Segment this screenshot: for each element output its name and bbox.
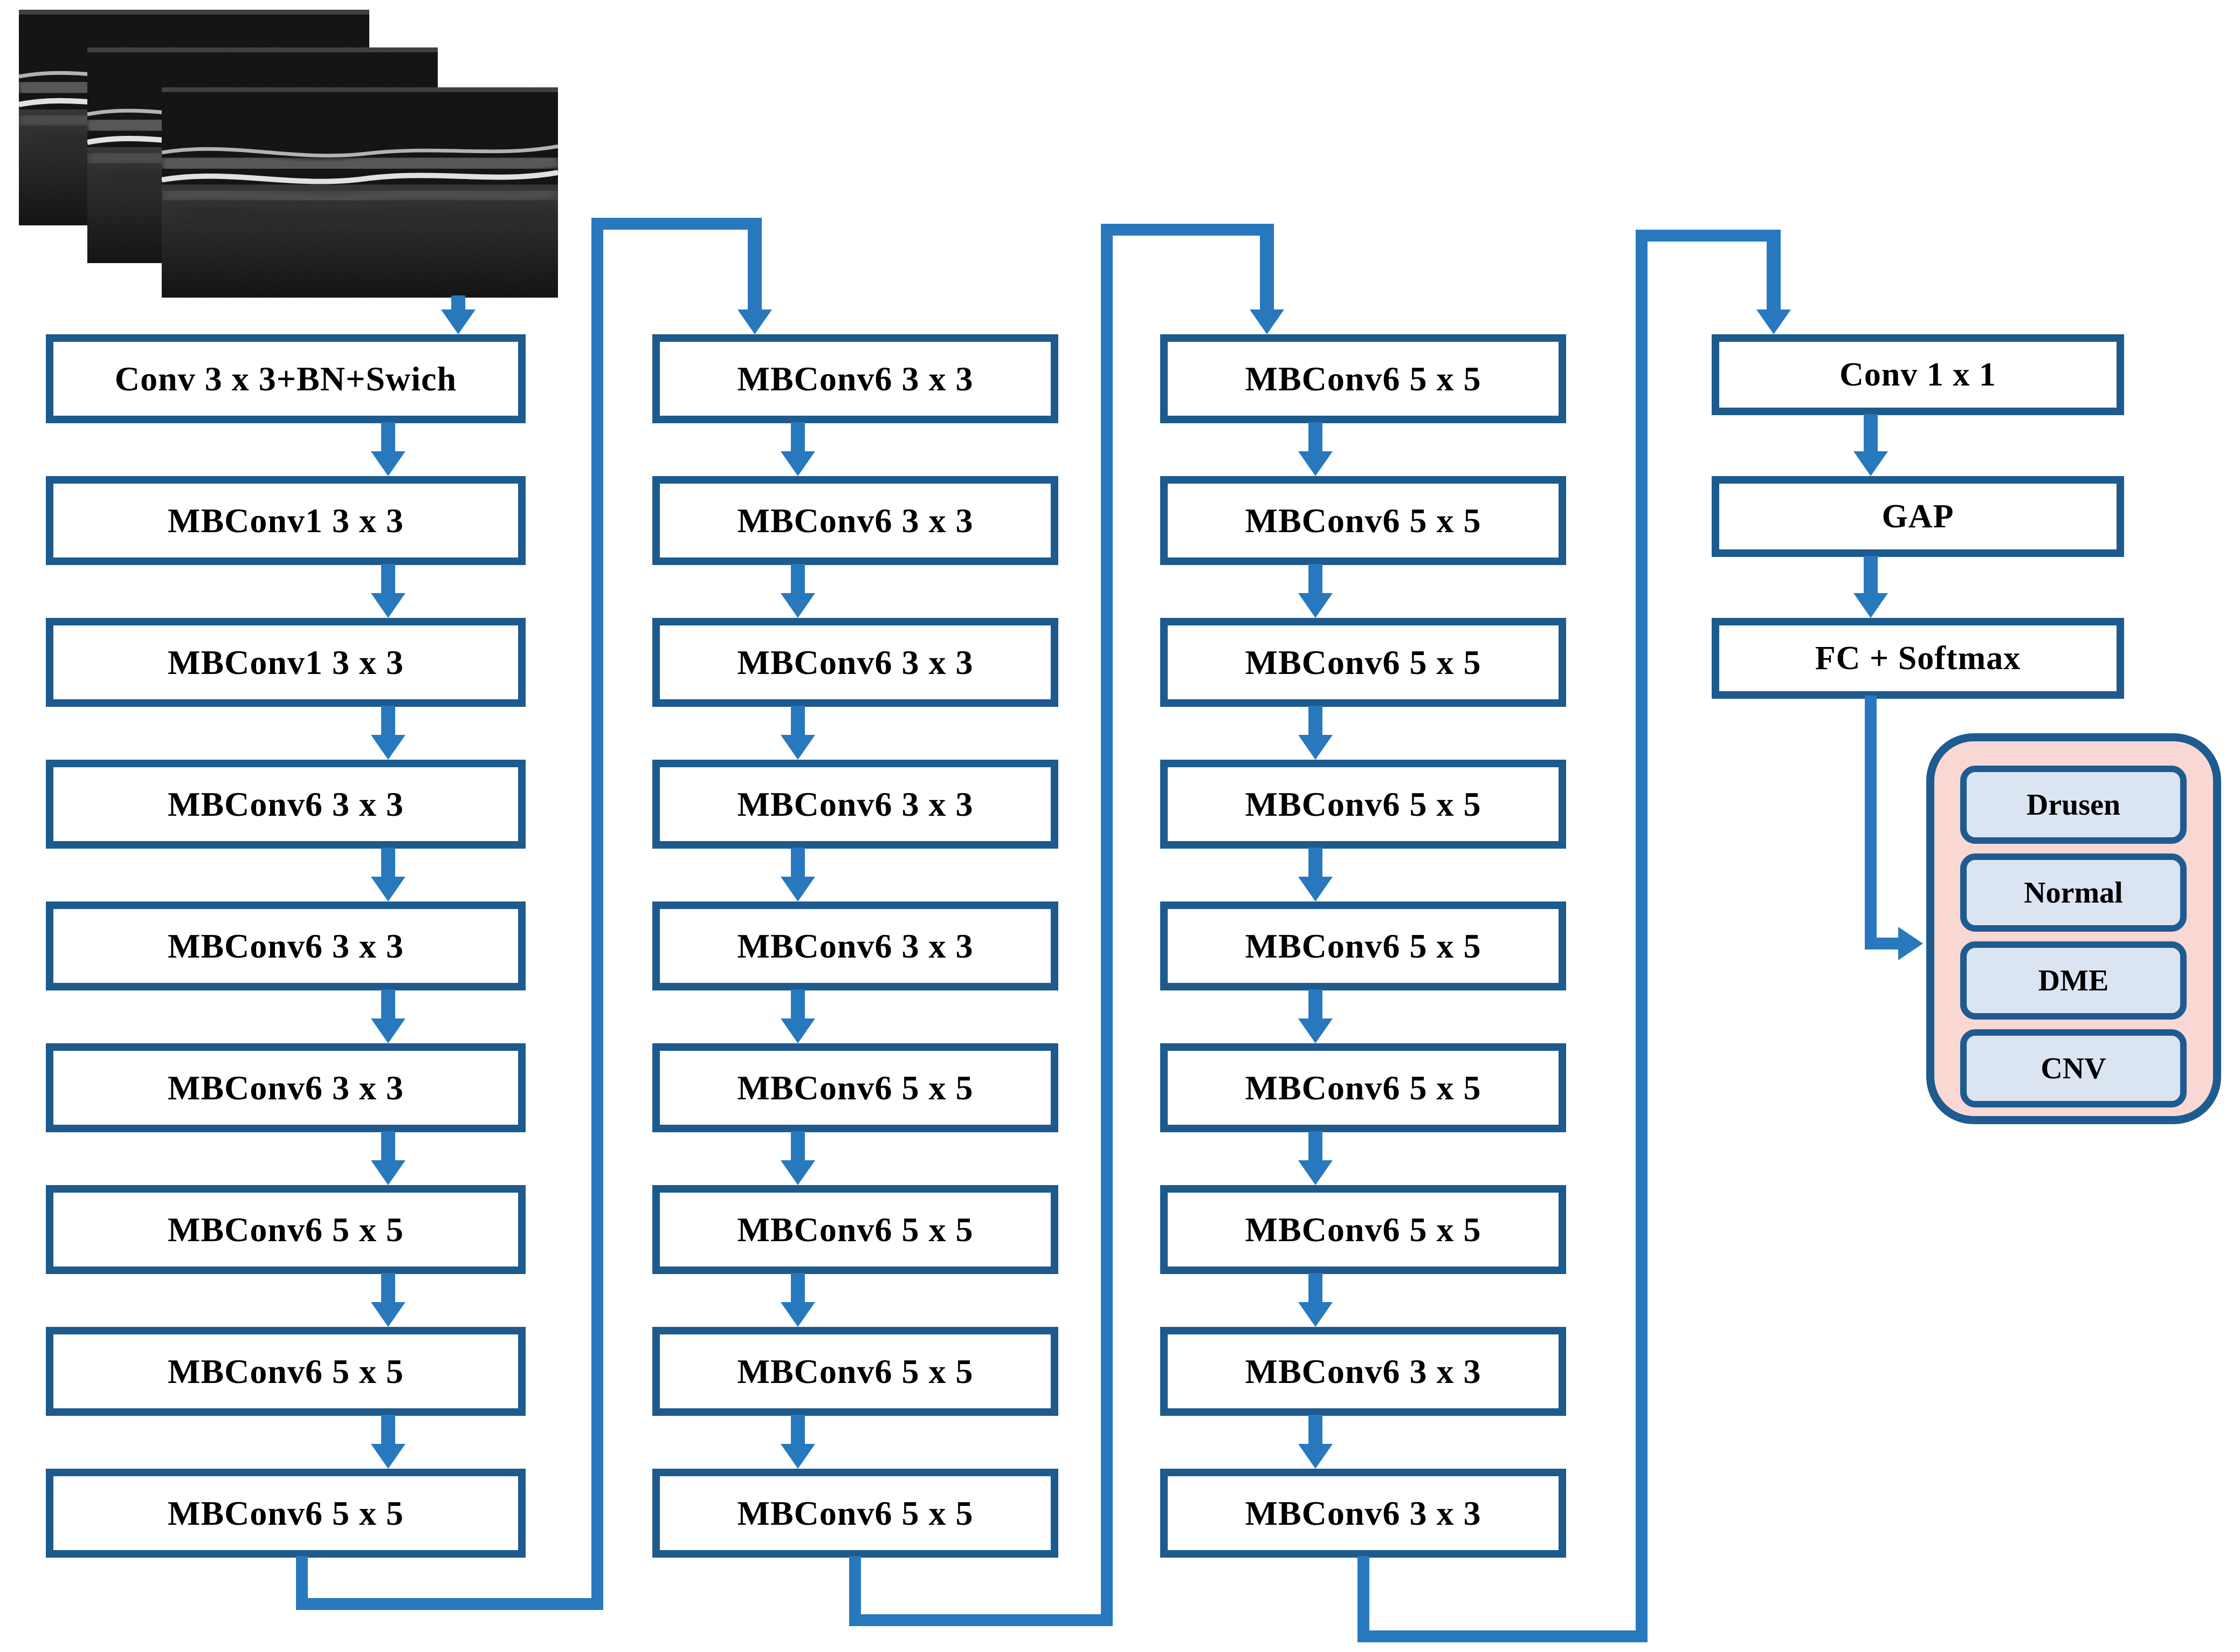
flow-arrow-down [781,1131,815,1185]
oct-scan-image-front [162,87,558,298]
skip-connection-2-down [849,1556,861,1626]
flow-arrow-down [371,564,405,618]
stage1-box-6: MBConv6 3 x 3 [46,1043,526,1132]
flow-arrow-down [781,989,815,1043]
flow-arrow-into-stage3 [1250,224,1284,334]
stage3-box-6: MBConv6 5 x 5 [1160,1043,1566,1132]
stage2-box-8: MBConv6 5 x 5 [652,1327,1058,1416]
skip-connection-1-down [296,1556,308,1610]
stage1-box-5: MBConv6 3 x 3 [46,901,526,990]
stage1-box-2: MBConv1 3 x 3 [46,476,526,565]
stage3-box-7: MBConv6 5 x 5 [1160,1185,1566,1274]
flow-arrow-down [371,422,405,476]
skip-connection-2-bottom [849,1614,1113,1626]
flow-arrow-down [1853,414,1888,476]
stage3-box-9: MBConv6 3 x 3 [1160,1469,1566,1558]
stage1-box-4: MBConv6 3 x 3 [46,760,526,849]
flow-arrow-down [371,848,405,901]
flow-arrow-down [1298,1415,1333,1469]
flow-arrow-down [781,422,815,476]
stage2-box-9: MBConv6 5 x 5 [652,1469,1058,1558]
stage3-box-8: MBConv6 3 x 3 [1160,1327,1566,1416]
flow-arrow-down [781,1273,815,1327]
stage1-box-1: Conv 3 x 3+BN+Swich [46,334,526,423]
class-box-normal: Normal [1960,853,2187,932]
flow-arrow-down [1298,1131,1333,1185]
flow-arrow-down [781,706,815,760]
skip-connection-3-top [1636,230,1781,242]
flow-arrow-down [781,564,815,618]
class-box-cnv: CNV [1960,1029,2187,1107]
flow-arrow-down [1298,422,1333,476]
stage1-box-9: MBConv6 5 x 5 [46,1469,526,1558]
flow-arrow-down [1298,706,1333,760]
stage1-box-8: MBConv6 5 x 5 [46,1327,526,1416]
flow-arrow-down [1298,989,1333,1043]
stage2-box-7: MBConv6 5 x 5 [652,1185,1058,1274]
stage3-box-1: MBConv6 5 x 5 [1160,334,1566,423]
output-connector-down [1865,696,1877,949]
stage3-box-2: MBConv6 5 x 5 [1160,476,1566,565]
flow-arrow-down [1298,848,1333,901]
flow-arrow-down [371,1273,405,1327]
stage2-box-5: MBConv6 3 x 3 [652,901,1058,990]
flow-arrow-down [1298,564,1333,618]
stage2-box-6: MBConv6 5 x 5 [652,1043,1058,1132]
stage3-box-3: MBConv6 5 x 5 [1160,618,1566,707]
flow-arrow-into-head [1756,230,1791,334]
skip-connection-1-riser [591,218,603,1610]
stage3-box-5: MBConv6 5 x 5 [1160,901,1566,990]
class-box-dme: DME [1960,941,2187,1020]
stage1-box-3: MBConv1 3 x 3 [46,618,526,707]
skip-connection-1-top [591,218,762,230]
skip-connection-2-top [1101,224,1274,236]
stage2-box-2: MBConv6 3 x 3 [652,476,1058,565]
flow-arrow-down [371,1131,405,1185]
stage2-box-1: MBConv6 3 x 3 [652,334,1058,423]
flow-arrow-down [371,989,405,1043]
flow-arrow-right [1898,927,1923,960]
flow-arrow-into-stage2 [738,218,772,334]
flow-arrow-input [441,295,475,334]
skip-connection-3-bottom [1357,1630,1648,1642]
flow-arrow-down [1853,556,1888,618]
stage2-box-3: MBConv6 3 x 3 [652,618,1058,707]
head-box-conv1x1: Conv 1 x 1 [1712,334,2124,415]
stage1-box-7: MBConv6 5 x 5 [46,1185,526,1274]
flow-arrow-down [781,1415,815,1469]
stage2-box-4: MBConv6 3 x 3 [652,760,1058,849]
class-box-drusen: Drusen [1960,766,2187,844]
head-box-gap: GAP [1712,476,2124,557]
skip-connection-2-riser [1101,224,1113,1626]
output-connector-right [1865,938,1899,949]
flow-arrow-down [781,848,815,901]
skip-connection-3-down [1357,1556,1369,1642]
skip-connection-3-riser [1636,230,1648,1642]
stage3-box-4: MBConv6 5 x 5 [1160,760,1566,849]
skip-connection-1-bottom [296,1598,603,1610]
flow-arrow-down [1298,1273,1333,1327]
head-box-fc-softmax: FC + Softmax [1712,618,2124,699]
flow-arrow-down [371,706,405,760]
flow-arrow-down [371,1415,405,1469]
